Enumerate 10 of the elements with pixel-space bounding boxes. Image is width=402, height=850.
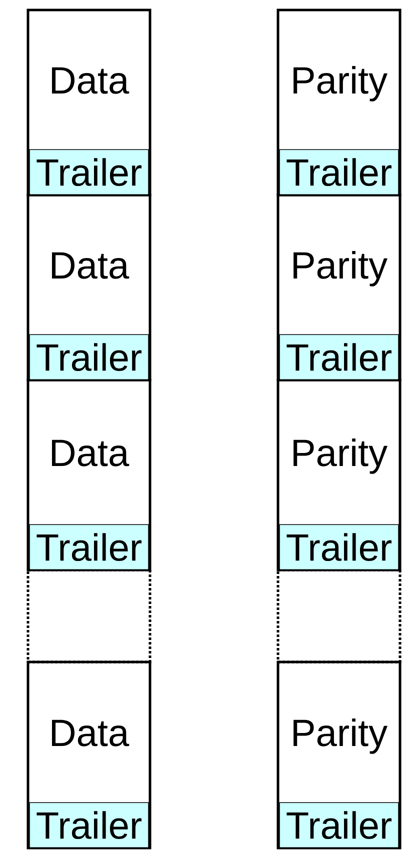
trailer-band: Trailer bbox=[279, 149, 399, 195]
trailer-band: Trailer bbox=[29, 149, 149, 195]
trailer-band: Trailer bbox=[29, 524, 149, 570]
trailer-band: Trailer bbox=[29, 802, 149, 848]
trailer-band: Trailer bbox=[279, 802, 399, 848]
trailer-band: Trailer bbox=[279, 334, 399, 380]
trailer-band: Trailer bbox=[279, 524, 399, 570]
dotted-gap-box bbox=[26, 568, 152, 664]
trailer-band: Trailer bbox=[29, 334, 149, 380]
dotted-gap-box bbox=[276, 568, 402, 664]
